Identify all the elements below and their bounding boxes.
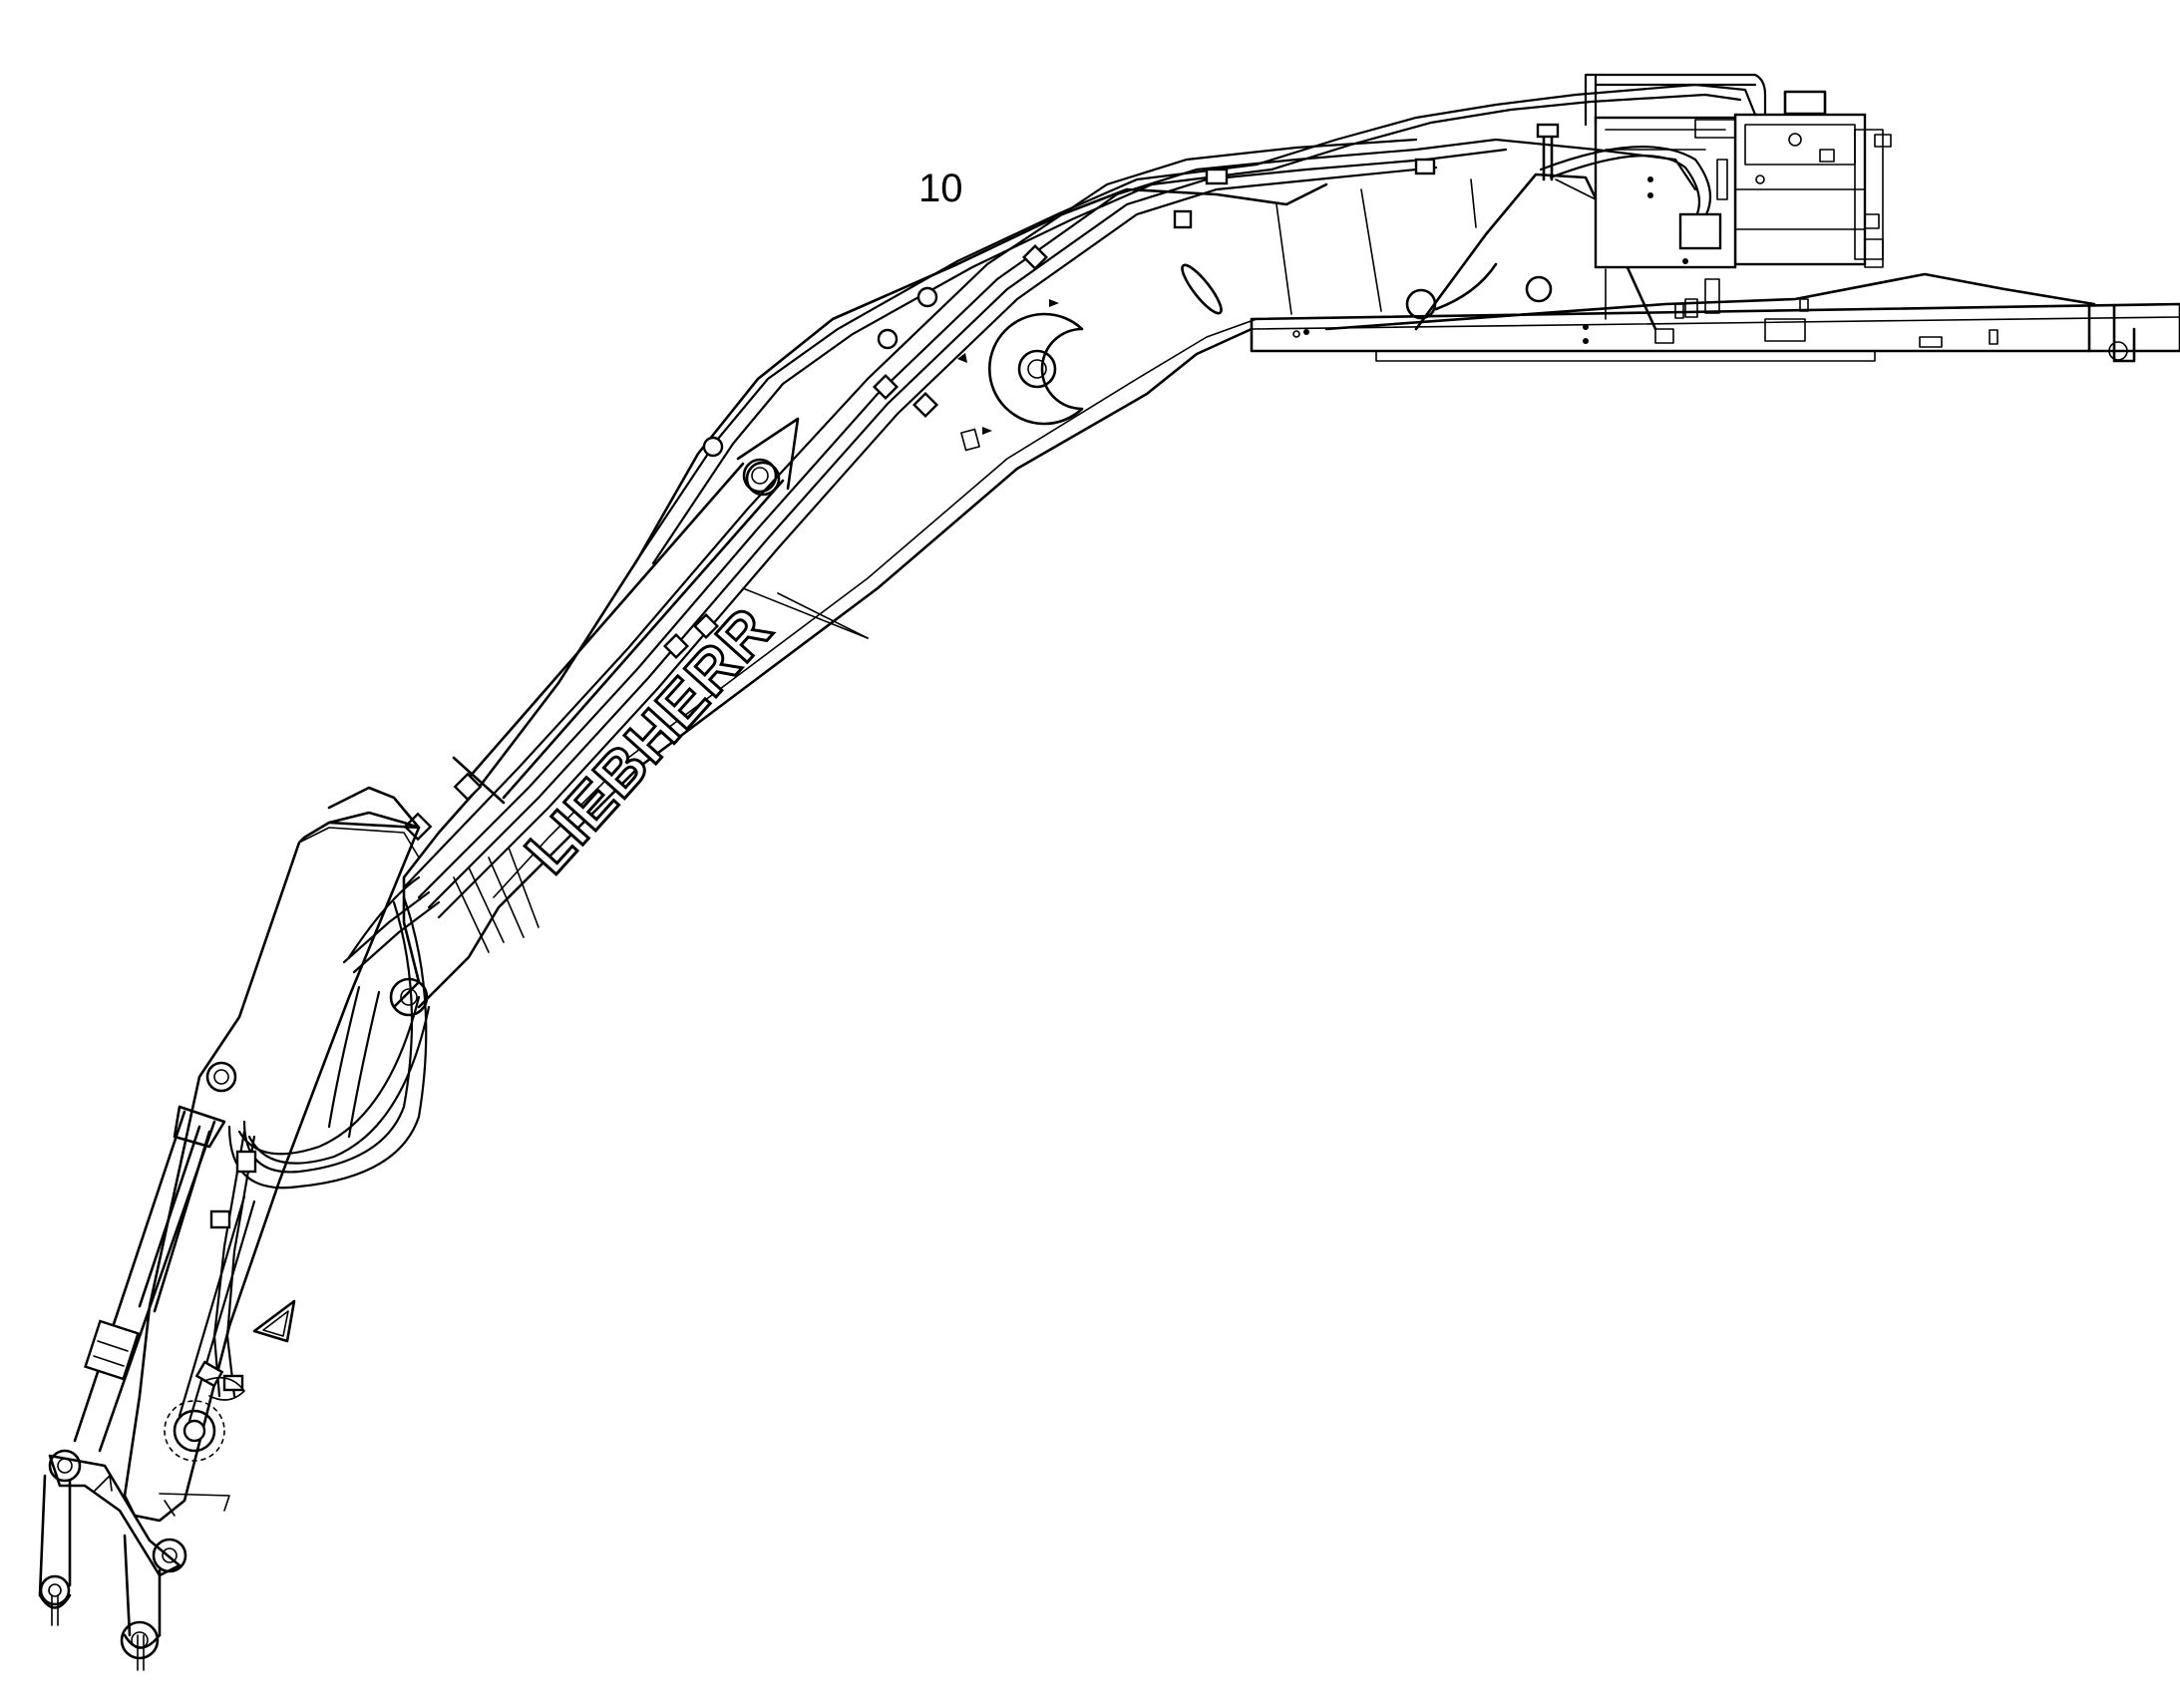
uppercarriage-frame [1250,272,2180,363]
stick-arm [38,786,429,1671]
bucket-cylinder [73,875,441,1453]
control-valve-block [1594,90,1892,320]
boom-hydraulic-lines [402,73,1767,919]
callout-10: 10 [918,167,963,210]
main-boom [392,178,1477,1009]
